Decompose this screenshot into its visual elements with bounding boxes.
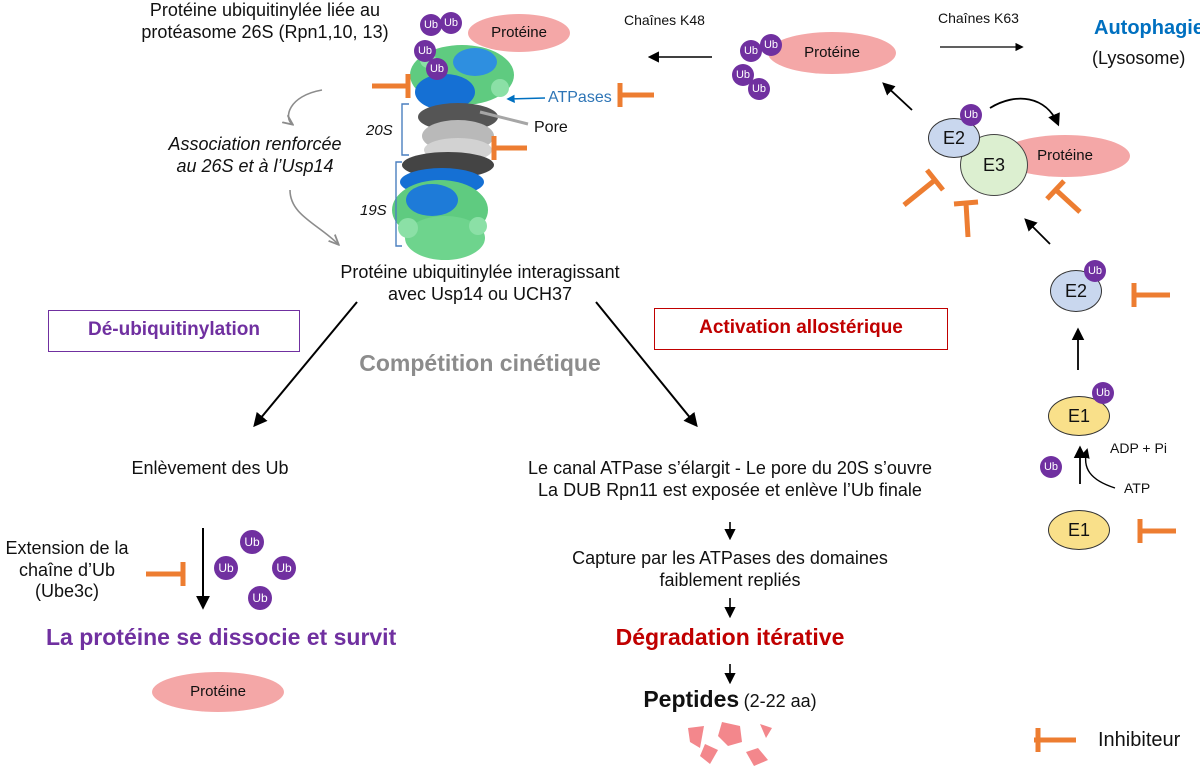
ub-circle: Ub [248, 586, 272, 610]
lysosome-label: (Lysosome) [1092, 48, 1186, 68]
degradation-label: Dégradation itérative [615, 624, 845, 650]
ub-circle: Ub [748, 78, 770, 100]
ub-circle: Ub [414, 40, 436, 62]
top-left-title-line2: protéasome 26S (Rpn1,10, 13) [141, 21, 389, 42]
extension-line2: chaîne d’Ub [18, 559, 116, 580]
adp-label: ADP + Pi [1110, 440, 1167, 456]
capture-line2: faiblement repliés [659, 569, 801, 590]
peptides-label: Peptides (2-22 aa) [600, 686, 860, 714]
ub-circle: Ub [272, 556, 296, 580]
inhibitor-symbols [146, 74, 1176, 752]
channel-label: Le canal ATPase s’élargit - Le pore du 2… [470, 458, 990, 501]
association-line2: au 26S et à l’Usp14 [176, 155, 334, 176]
capture-label: Capture par les ATPases des domaines fai… [530, 548, 930, 591]
interaction-label: Protéine ubiquitinylée interagissant ave… [300, 262, 660, 305]
channel-line1: Le canal ATPase s’élargit - Le pore du 2… [528, 458, 932, 478]
ub-circle: Ub [420, 14, 442, 36]
atp-label: ATP [1124, 480, 1151, 496]
top-left-title-line1: Protéine ubiquitinylée liée au [149, 0, 381, 20]
ub-circle: Ub [426, 58, 448, 80]
removal-label: Enlèvement des Ub [131, 458, 289, 478]
extension-label: Extension de la chaîne d’Ub (Ube3c) [0, 538, 134, 603]
ub-circle: Ub [214, 556, 238, 580]
interaction-line1: Protéine ubiquitinylée interagissant [340, 262, 620, 282]
top-left-title: Protéine ubiquitinylée liée au protéasom… [100, 0, 430, 43]
ub-circle: Ub [732, 64, 754, 86]
ub-circle: Ub [240, 530, 264, 554]
ub-circle: Ub [740, 40, 762, 62]
ub-circle: Ub [1040, 456, 1062, 478]
e1-enzyme: E1 [1048, 510, 1110, 550]
label-20s: 20S [366, 122, 393, 139]
channel-line2: La DUB Rpn11 est exposée et enlève l’Ub … [538, 479, 922, 500]
autophagie-label: Autophagie [1094, 17, 1200, 39]
proteasome-structure [392, 45, 514, 260]
peptides-title: Peptides [643, 686, 740, 712]
deubiquitination-box: Dé-ubiquitinylation [48, 310, 300, 352]
protein-k48: Protéine [768, 32, 896, 74]
k48-label: Chaînes K48 [624, 12, 705, 28]
activation-box: Activation allostérique [654, 308, 948, 350]
association-line1: Association renforcée [168, 134, 342, 154]
competition-label: Compétition cinétique [359, 350, 601, 376]
survive-label: La protéine se dissocie et survit [46, 624, 397, 650]
k63-label: Chaînes K63 [938, 10, 1019, 26]
peptides-size: (2-22 aa) [743, 691, 817, 711]
protein-top-left: Protéine [468, 14, 570, 52]
association-label: Association renforcée au 26S et à l’Usp1… [130, 134, 380, 177]
peptide-fragments [688, 722, 772, 766]
ub-circle: Ub [1084, 260, 1106, 282]
ub-circle: Ub [960, 104, 982, 126]
pore-label: Pore [534, 119, 568, 136]
capture-line1: Capture par les ATPases des domaines [572, 548, 888, 568]
atpases-label: ATPases [548, 89, 612, 106]
ub-circle: Ub [440, 12, 462, 34]
inhibitor-legend-label: Inhibiteur [1098, 729, 1181, 751]
label-19s: 19S [360, 202, 387, 219]
extension-line1: Extension de la [5, 538, 129, 558]
extension-line3: (Ube3c) [34, 581, 100, 602]
ub-circle: Ub [760, 34, 782, 56]
interaction-line2: avec Usp14 ou UCH37 [387, 283, 573, 304]
ub-circle: Ub [1092, 382, 1114, 404]
protein-survives: Protéine [152, 672, 284, 712]
